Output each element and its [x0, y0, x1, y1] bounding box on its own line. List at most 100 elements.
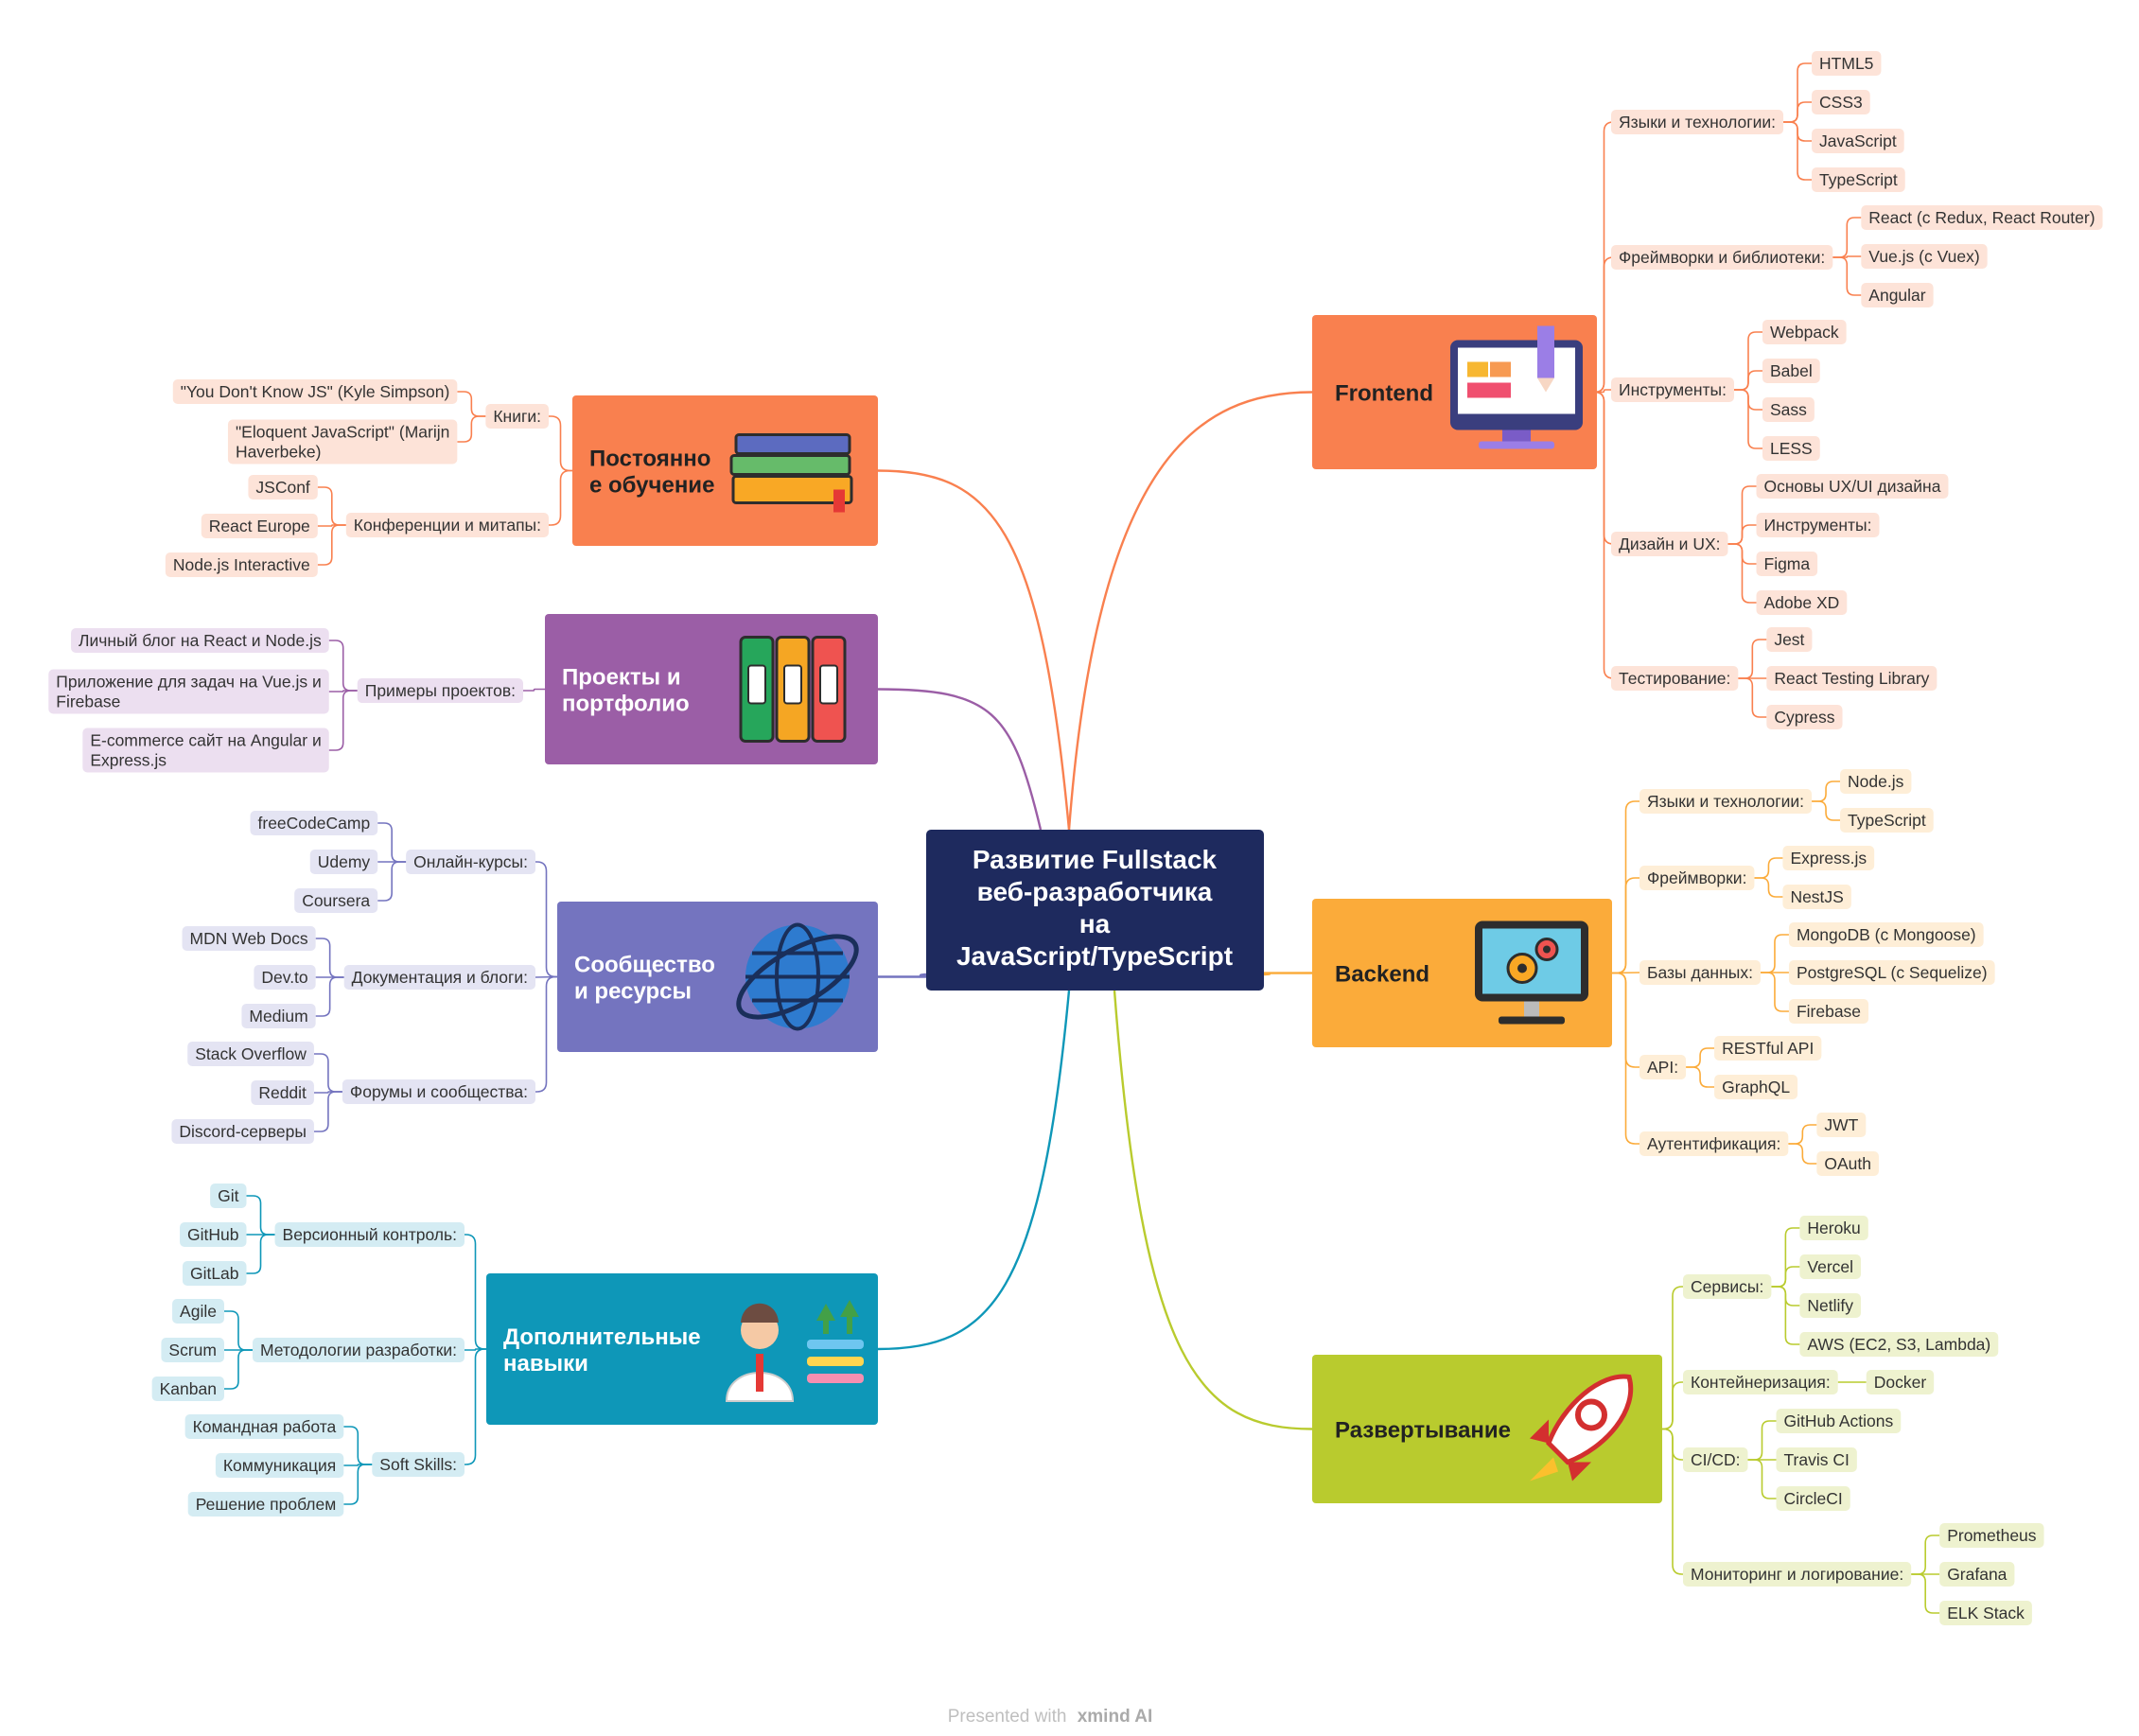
- leaf-learning[interactable]: Node.js Interactive: [165, 552, 318, 577]
- leaf-skills[interactable]: Agile: [172, 1299, 224, 1324]
- subtopic-deploy-0[interactable]: Сервисы:: [1683, 1274, 1772, 1299]
- leaf-frontend[interactable]: React Testing Library: [1766, 666, 1937, 691]
- subtopic-backend-2[interactable]: Базы данных:: [1639, 960, 1761, 985]
- branch-learning-box[interactable]: [572, 395, 878, 546]
- leaf-learning[interactable]: JSConf: [248, 475, 318, 500]
- subtopic-projects-0[interactable]: Примеры проектов:: [357, 678, 523, 703]
- center-topic[interactable]: Развитие Fullstack веб-разработчика на J…: [926, 830, 1264, 991]
- leaf-skills[interactable]: Командная работа: [184, 1414, 344, 1439]
- leaf-frontend[interactable]: Jest: [1766, 627, 1813, 652]
- branch-backend[interactable]: Backend: [1312, 899, 1612, 1047]
- leaf-frontend[interactable]: Babel: [1762, 359, 1820, 383]
- leaf-frontend[interactable]: Sass: [1762, 397, 1815, 422]
- subtopic-skills-2[interactable]: Soft Skills:: [372, 1452, 465, 1477]
- leaf-skills[interactable]: Scrum: [161, 1338, 224, 1362]
- leaf-frontend[interactable]: Webpack: [1762, 320, 1847, 344]
- branch-connector: [877, 469, 1071, 831]
- leaf-backend[interactable]: JWT: [1816, 1113, 1867, 1137]
- leaf-deploy[interactable]: Travis CI: [1776, 1447, 1857, 1472]
- subtopic-learning-1[interactable]: Конференции и митапы:: [345, 513, 549, 537]
- leaf-backend[interactable]: MongoDB (с Mongoose): [1788, 922, 1984, 947]
- leaf-frontend[interactable]: LESS: [1762, 436, 1820, 461]
- leaf-deploy[interactable]: Heroku: [1799, 1216, 1868, 1240]
- leaf-deploy[interactable]: AWS (EC2, S3, Lambda): [1799, 1332, 1999, 1357]
- leaf-skills[interactable]: Git: [210, 1184, 247, 1208]
- leaf-frontend[interactable]: JavaScript: [1812, 129, 1904, 153]
- leaf-frontend[interactable]: Инструменты:: [1756, 513, 1880, 537]
- leaf-backend[interactable]: TypeScript: [1840, 808, 1934, 833]
- center-topic-box[interactable]: [926, 830, 1264, 991]
- leaf-deploy[interactable]: Netlify: [1799, 1293, 1861, 1318]
- leaf-frontend[interactable]: CSS3: [1812, 90, 1870, 114]
- leaf-projects[interactable]: Личный блог на React и Node.js: [71, 628, 329, 653]
- subtopic-learning-0[interactable]: Книги:: [485, 404, 549, 429]
- leaf-frontend[interactable]: TypeScript: [1812, 167, 1905, 192]
- leaf-backend[interactable]: NestJS: [1782, 885, 1851, 909]
- leaf-deploy[interactable]: Vercel: [1799, 1254, 1862, 1279]
- leaf-skills[interactable]: GitHub: [180, 1222, 247, 1247]
- leaf-backend[interactable]: Node.js: [1840, 769, 1912, 794]
- subtopic-frontend-4[interactable]: Тестирование:: [1611, 666, 1739, 691]
- subtopic-deploy-2[interactable]: CI/CD:: [1683, 1447, 1748, 1472]
- subtopic-backend-3[interactable]: API:: [1639, 1055, 1687, 1079]
- leaf-deploy[interactable]: Grafana: [1939, 1562, 2015, 1587]
- leaf-frontend[interactable]: Angular: [1861, 283, 1934, 307]
- leaf-skills[interactable]: GitLab: [182, 1261, 247, 1286]
- leaf-frontend[interactable]: Vue.js (с Vuex): [1861, 244, 1988, 269]
- leaf-backend[interactable]: PostgreSQL (с Sequelize): [1788, 960, 1995, 985]
- leaf-learning[interactable]: React Europe: [201, 514, 318, 538]
- leaf-frontend[interactable]: HTML5: [1812, 51, 1882, 76]
- leaf-community[interactable]: MDN Web Docs: [182, 926, 316, 951]
- leaf-backend[interactable]: RESTful API: [1714, 1036, 1822, 1061]
- subtopic-backend-1[interactable]: Фреймворки:: [1639, 866, 1755, 890]
- subtopic-frontend-2[interactable]: Инструменты:: [1611, 377, 1734, 402]
- subtopic-skills-1[interactable]: Методологии разработки:: [252, 1338, 465, 1362]
- leaf-community[interactable]: Coursera: [294, 888, 378, 913]
- leaf-deploy[interactable]: CircleCI: [1776, 1486, 1850, 1511]
- leaf-community[interactable]: Reddit: [251, 1080, 314, 1105]
- subtopic-skills-0[interactable]: Версионный контроль:: [274, 1222, 465, 1247]
- subtopic-frontend-1[interactable]: Фреймворки и библиотеки:: [1611, 245, 1833, 270]
- subtopic-deploy-1[interactable]: Контейнеризация:: [1683, 1370, 1838, 1394]
- leaf-community[interactable]: freeCodeCamp: [250, 811, 378, 835]
- leaf-community[interactable]: Dev.to: [254, 965, 316, 990]
- leaf-skills[interactable]: Kanban: [151, 1377, 224, 1401]
- branch-deploy[interactable]: Развертывание: [1312, 1355, 1662, 1503]
- subtopic-backend-4[interactable]: Аутентификация:: [1639, 1131, 1789, 1156]
- leaf-frontend[interactable]: Adobe XD: [1756, 590, 1848, 615]
- subtopic-community-2[interactable]: Форумы и сообщества:: [342, 1079, 535, 1104]
- leaf-backend[interactable]: GraphQL: [1714, 1075, 1798, 1099]
- leaf-frontend[interactable]: Основы UX/UI дизайна: [1756, 474, 1949, 499]
- subtopic-backend-0[interactable]: Языки и технологии:: [1639, 789, 1813, 814]
- subtopic-frontend-3[interactable]: Дизайн и UX:: [1611, 532, 1728, 556]
- branch-frontend[interactable]: Frontend: [1312, 315, 1597, 469]
- subtopic-frontend-0[interactable]: Языки и технологии:: [1611, 110, 1784, 134]
- leaf-deploy[interactable]: Prometheus: [1939, 1523, 2044, 1548]
- leaf-frontend[interactable]: Figma: [1756, 552, 1818, 576]
- leaf-frontend[interactable]: React (с Redux, React Router): [1861, 205, 2103, 230]
- leaf-frontend[interactable]: Cypress: [1766, 705, 1843, 729]
- subtopic-community-0[interactable]: Онлайн-курсы:: [406, 850, 535, 874]
- leaf-learning[interactable]: "You Don't Know JS" (Kyle Simpson): [172, 379, 458, 404]
- leaf-deploy[interactable]: Docker: [1866, 1370, 1935, 1394]
- leaf-backend[interactable]: OAuth: [1816, 1151, 1879, 1176]
- leaf-community[interactable]: Stack Overflow: [187, 1042, 314, 1066]
- leaf-community[interactable]: Udemy: [309, 850, 378, 874]
- leaf-deploy[interactable]: ELK Stack: [1939, 1601, 2032, 1625]
- leaf-deploy[interactable]: GitHub Actions: [1776, 1409, 1902, 1433]
- leaf-community[interactable]: Discord-серверы: [171, 1119, 314, 1144]
- leaf-skills[interactable]: Решение проблем: [187, 1492, 344, 1517]
- subtopic-community-1[interactable]: Документация и блоги:: [343, 965, 535, 990]
- subtopic-deploy-3[interactable]: Мониторинг и логирование:: [1683, 1562, 1912, 1587]
- leaf-backend[interactable]: Firebase: [1788, 999, 1869, 1024]
- leaf-community[interactable]: Medium: [241, 1004, 316, 1028]
- leaf-skills[interactable]: Коммуникация: [215, 1453, 344, 1478]
- leaf-backend[interactable]: Express.js: [1782, 846, 1875, 870]
